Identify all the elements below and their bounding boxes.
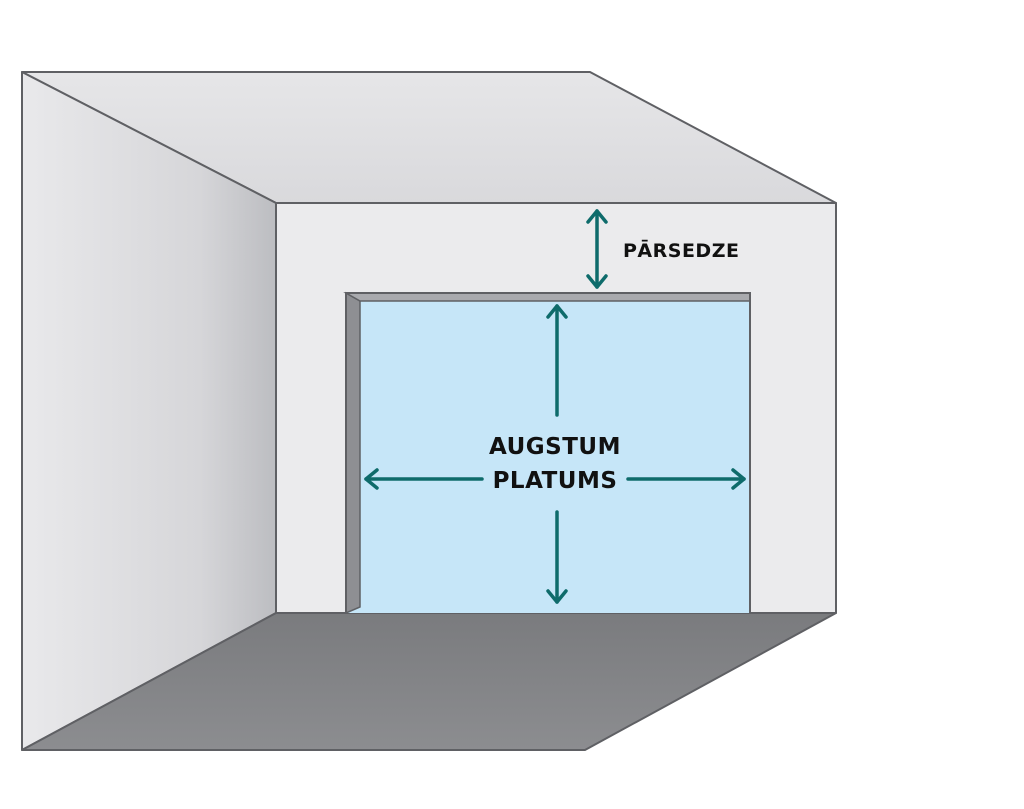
headroom-label: PĀRSEDZE	[623, 239, 739, 262]
height-arrow	[546, 304, 568, 604]
opening-top-lintel	[343, 292, 751, 302]
height-label: AUGSTUM	[489, 434, 621, 460]
width-label: PLATUMS	[493, 468, 618, 494]
opening-left-jamb	[345, 291, 361, 615]
headroom-arrow	[586, 209, 608, 289]
opening-outline	[345, 292, 751, 613]
door-opening	[346, 293, 750, 613]
width-arrow	[364, 468, 746, 490]
